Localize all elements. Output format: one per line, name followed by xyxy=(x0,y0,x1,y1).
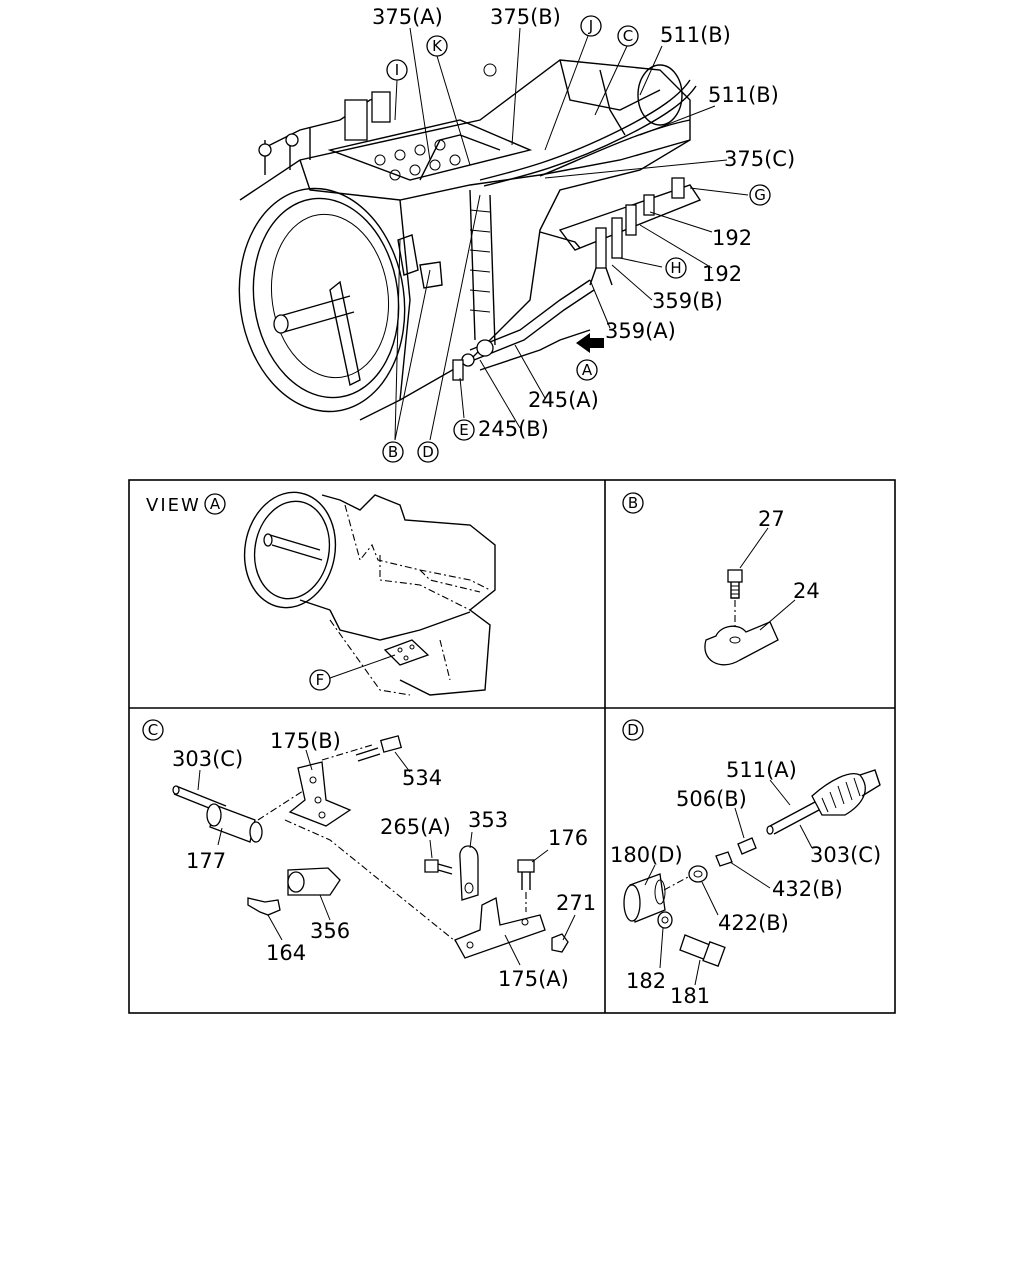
main-callouts: 375(A) 375(B) 511(B) 511(B) 375(C) 192 1… xyxy=(372,5,795,441)
callout-245a: 245(A) xyxy=(528,388,599,412)
view-a-title-ref: A xyxy=(210,495,221,513)
panel-b: B 27 24 xyxy=(622,492,820,666)
callout-192-lower: 192 xyxy=(702,262,742,286)
callout-265a: 265(A) xyxy=(380,815,451,839)
svg-text:A: A xyxy=(582,361,593,379)
callout-177: 177 xyxy=(186,849,226,873)
callout-534: 534 xyxy=(402,766,442,790)
panel-d-ref: D xyxy=(627,721,639,739)
svg-text:G: G xyxy=(754,186,766,204)
callout-511a: 511(A) xyxy=(726,758,797,782)
callout-356: 356 xyxy=(310,919,350,943)
svg-text:I: I xyxy=(395,61,399,79)
circle-ref-i: I xyxy=(386,59,408,81)
callout-511b-top: 511(B) xyxy=(660,23,731,47)
panel-c: C xyxy=(142,719,596,991)
circle-ref-g: G xyxy=(749,184,771,206)
callout-432b: 432(B) xyxy=(772,877,843,901)
callout-375b: 375(B) xyxy=(490,5,561,29)
callout-176: 176 xyxy=(548,826,588,850)
svg-text:J: J xyxy=(588,17,593,35)
svg-text:E: E xyxy=(459,421,468,439)
svg-text:H: H xyxy=(670,259,681,277)
circle-ref-c-main: C xyxy=(617,25,639,47)
callout-422b: 422(B) xyxy=(718,911,789,935)
main-leader-lines xyxy=(394,27,749,441)
callout-245b: 245(B) xyxy=(478,417,549,441)
callout-303c: 303(C) xyxy=(172,747,243,771)
circle-ref-k: K xyxy=(426,35,448,57)
callout-164: 164 xyxy=(266,941,306,965)
callout-180d: 180(D) xyxy=(610,843,683,867)
panel-b-ref: B xyxy=(628,494,638,512)
callout-175b: 175(B) xyxy=(270,729,341,753)
callout-359b: 359(B) xyxy=(652,289,723,313)
panel-c-ref: C xyxy=(148,721,158,739)
svg-text:C: C xyxy=(623,27,633,45)
callout-359a: 359(A) xyxy=(605,319,676,343)
view-a-ref-f: F xyxy=(316,671,325,689)
svg-text:D: D xyxy=(422,443,434,461)
callout-175a: 175(A) xyxy=(498,967,569,991)
callout-271: 271 xyxy=(556,891,596,915)
circle-ref-e: E xyxy=(453,419,475,441)
callout-303c-d: 303(C) xyxy=(810,843,881,867)
circle-ref-b-main: B xyxy=(382,441,404,463)
circle-ref-a-main: A xyxy=(576,359,598,381)
panel-d: D 511(A) 506(B) 180(D) xyxy=(610,719,881,1008)
callout-506b: 506(B) xyxy=(676,787,747,811)
circle-ref-d-main: D xyxy=(417,441,439,463)
circle-ref-h: H xyxy=(665,257,687,279)
callout-353: 353 xyxy=(468,808,508,832)
main-circle-refs: I K J C G H A E B D xyxy=(382,15,771,463)
callout-511b-right: 511(B) xyxy=(708,83,779,107)
callout-182: 182 xyxy=(626,969,666,993)
detail-panel-frames xyxy=(128,479,896,1014)
svg-text:K: K xyxy=(432,37,443,55)
view-a-title: VIEW xyxy=(146,495,201,516)
callout-27: 27 xyxy=(758,507,785,531)
callout-375a: 375(A) xyxy=(372,5,443,29)
svg-text:B: B xyxy=(388,443,398,461)
callout-192-upper: 192 xyxy=(712,226,752,250)
callout-181: 181 xyxy=(670,984,710,1008)
callout-24: 24 xyxy=(793,579,820,603)
transmission-assembly-drawing xyxy=(238,59,702,421)
callout-375c: 375(C) xyxy=(724,147,795,171)
circle-ref-j: J xyxy=(580,15,602,37)
panel-view-a: VIEW A F xyxy=(146,491,496,696)
